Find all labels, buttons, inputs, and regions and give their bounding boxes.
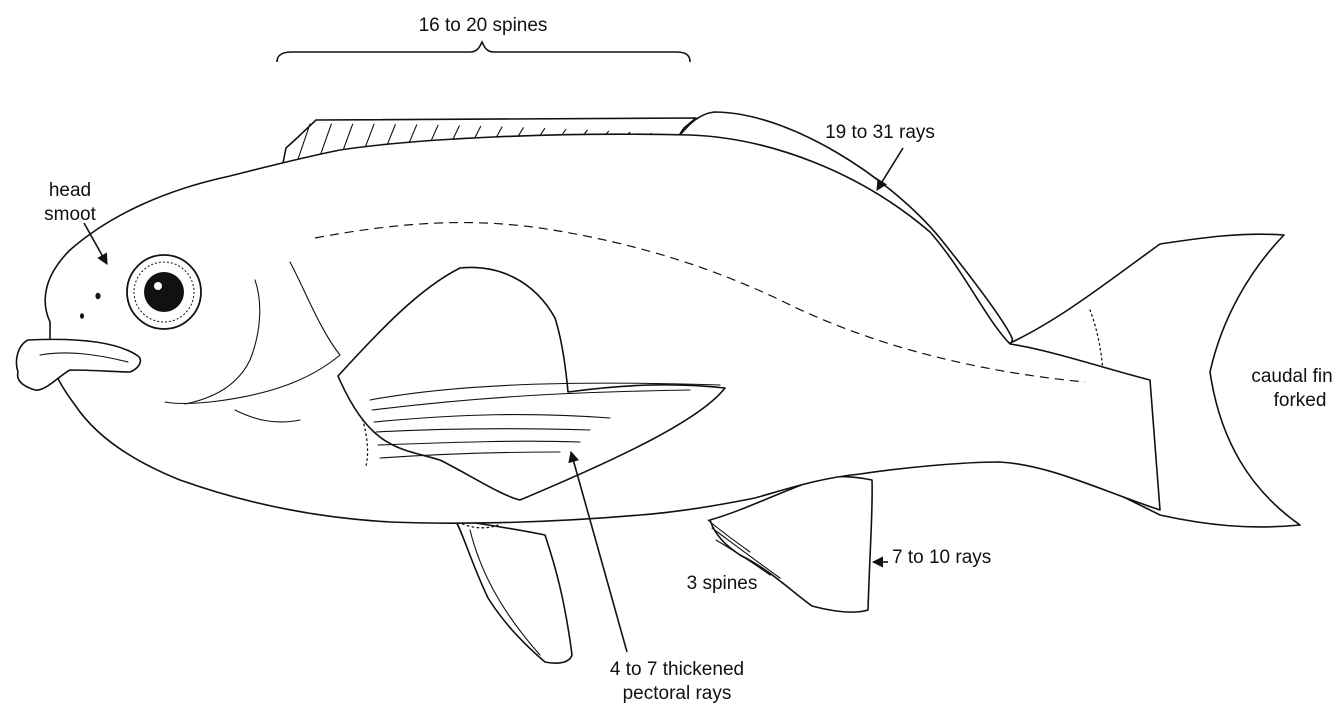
nostril: [80, 313, 84, 319]
label-head-smooth: smoot: [44, 204, 96, 225]
label-head: head: [49, 180, 91, 201]
label-caudal-forked: forked: [1274, 390, 1327, 411]
label-dorsal-spines: 16 to 20 spines: [419, 15, 548, 36]
label-caudal-fin: caudal fin: [1251, 366, 1332, 387]
label-anal-rays: 7 to 10 rays: [892, 547, 991, 568]
pelvic-fin: [455, 520, 572, 663]
spines-brace: [277, 42, 690, 62]
label-dorsal-rays: 19 to 31 rays: [825, 122, 935, 143]
eye: [127, 255, 201, 329]
nostril: [95, 293, 100, 299]
label-pectoral-rays: 4 to 7 thickened: [610, 659, 744, 680]
label-pectoral-rays-2: pectoral rays: [623, 683, 732, 704]
label-anal-spines: 3 spines: [687, 573, 758, 594]
dorsal-rays-arrow: [877, 148, 903, 190]
